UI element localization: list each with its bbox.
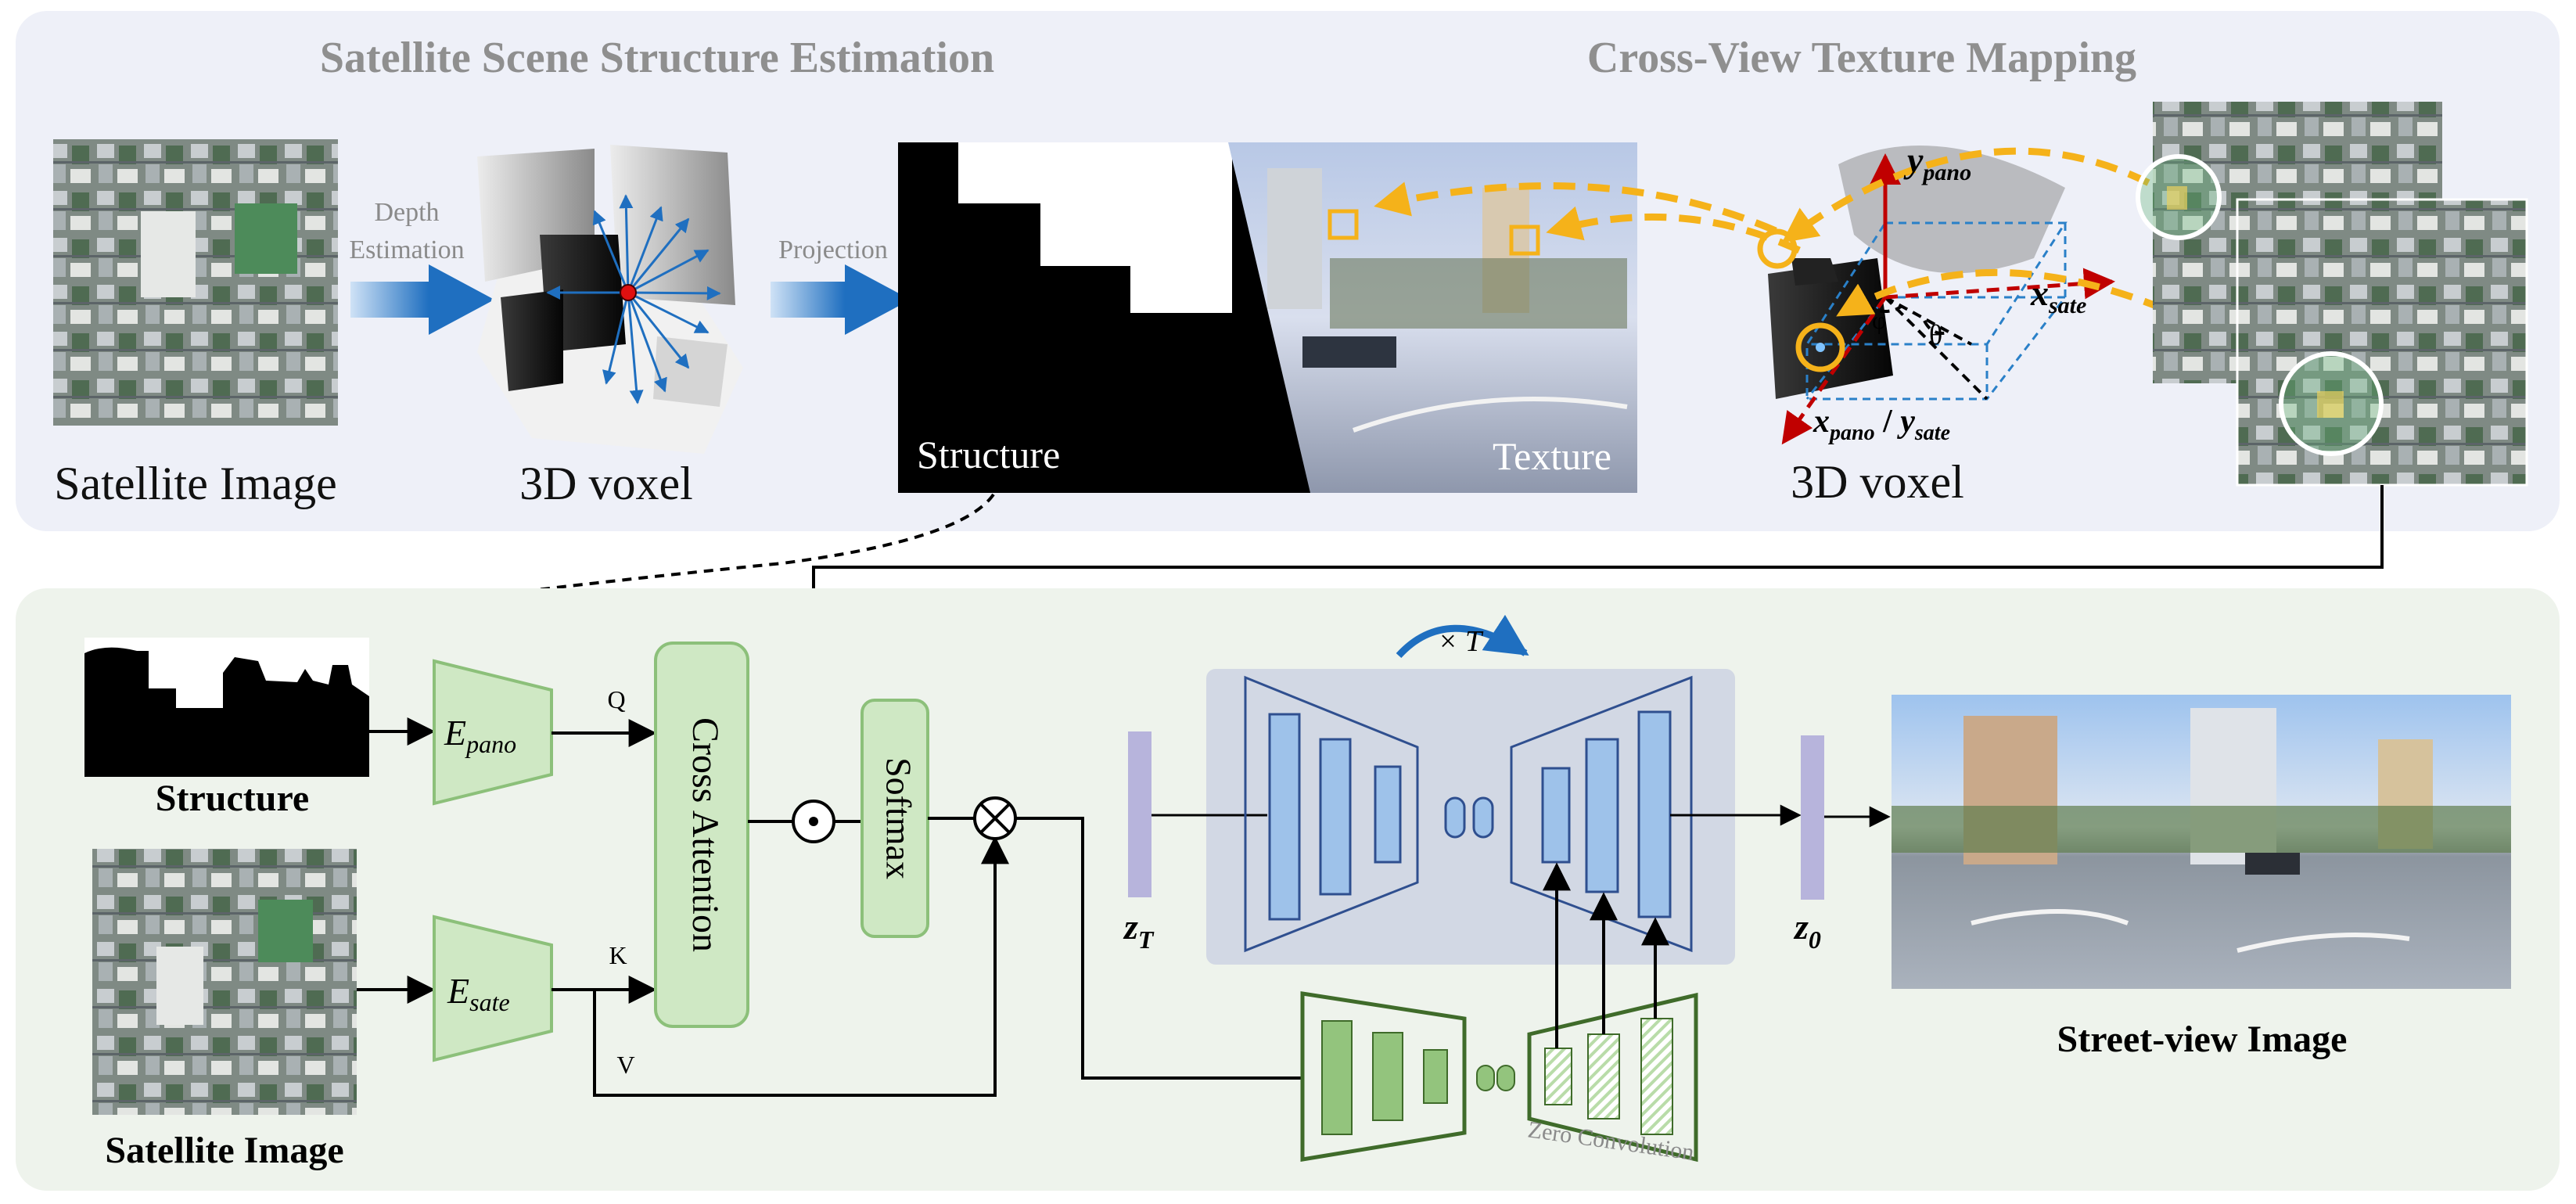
depth-rays (546, 194, 721, 404)
structure-label: Structure (917, 433, 1060, 476)
unet-decoder-block-1 (1541, 767, 1571, 864)
unet-bottleneck-1 (1444, 796, 1466, 839)
key-label: K (609, 941, 627, 969)
control-bottleneck-2 (1496, 1065, 1515, 1091)
latent-zt-label: zT (1123, 907, 1155, 954)
encoder-sate (433, 915, 553, 1062)
axis-label-y-pano: ypano (1903, 140, 1971, 185)
multiply-node (973, 796, 1017, 840)
axis-label-x-sate: xsate (2030, 273, 2086, 318)
control-decoder-trapezoid (1527, 992, 1698, 1163)
satellite-image-bottom (92, 849, 357, 1115)
latent-zt (1128, 731, 1151, 897)
street-view-output-image (1892, 695, 2511, 989)
unet-decoder-block-2 (1585, 738, 1619, 893)
angle-theta-label: θ (1929, 319, 1942, 350)
projection-arrow (771, 264, 911, 335)
axis-label-x-pano-y-sate: xpano / ysate (1813, 404, 1950, 445)
value-label: V (616, 1051, 634, 1079)
voxel-caption-right: 3D voxel (1791, 456, 1964, 508)
depth-estimation-label-1: Depth (374, 198, 439, 227)
voxel-highlight-dot (1816, 343, 1825, 352)
section-title-structure: Satellite Scene Structure Estimation (320, 34, 994, 82)
structure-caption-bottom: Structure (156, 778, 309, 819)
unet-bottleneck-2 (1472, 796, 1494, 839)
control-block-1 (1321, 1020, 1353, 1135)
control-bottleneck-1 (1476, 1065, 1495, 1091)
unet-encoder-block-3 (1374, 765, 1402, 864)
section-title-texture: Cross-View Texture Mapping (1587, 34, 2136, 82)
street-view-caption: Street-view Image (2057, 1019, 2348, 1060)
control-block-2 (1372, 1032, 1403, 1121)
softmax-label: Softmax (878, 757, 918, 879)
loop-label: × T (1438, 625, 1484, 658)
depth-estimation-label-2: Estimation (349, 235, 464, 264)
zero-conv-block-3 (1640, 1018, 1673, 1135)
multiply-to-control-line (1015, 817, 1302, 1080)
satellite-tiles-stack (2136, 102, 2528, 487)
structure-texture-panorama (898, 142, 1637, 493)
zero-conv-block-2 (1587, 1033, 1620, 1120)
texture-label: Texture (1493, 434, 1611, 478)
latent-z0-label: z0 (1793, 907, 1821, 954)
axes-pano-sate (1781, 153, 2115, 445)
voxel-caption-left: 3D voxel (519, 458, 693, 509)
unet-decoder-trapezoid (1510, 675, 1693, 953)
cross-attention-label: Cross Attention (684, 717, 726, 952)
hadamard-dot (809, 817, 818, 826)
camera-point (620, 284, 637, 301)
mapping-dashed-arrows (1374, 147, 2318, 394)
angle-phi-label: φ (1872, 306, 1886, 334)
control-encoder-trapezoid (1300, 991, 1467, 1162)
satellite-image-top (53, 139, 338, 426)
encoder-pano-label: Epano (444, 713, 516, 758)
loop-arrow-icon (1396, 614, 1529, 659)
control-block-3 (1423, 1049, 1448, 1104)
unet-encoder-trapezoid (1244, 675, 1419, 953)
satellite-image-caption: Satellite Image (54, 458, 337, 509)
unet-encoder-block-2 (1319, 738, 1352, 896)
unet-encoder-block-1 (1268, 713, 1301, 921)
zero-conv-up-arrows (1543, 862, 1669, 1048)
encoder-sate-label: Esate (447, 971, 510, 1016)
encoder-pano (433, 659, 553, 806)
latent-z0 (1801, 735, 1824, 900)
query-label: Q (607, 685, 625, 713)
depth-estimation-arrow (350, 264, 494, 335)
satellite-caption-bottom: Satellite Image (105, 1130, 343, 1171)
cross-attention-block (654, 642, 749, 1028)
unet-decoder-block-3 (1637, 710, 1672, 918)
zero-conv-block-1 (1544, 1048, 1572, 1105)
value-arrow (593, 836, 1009, 1097)
structure-mask-bottom (84, 638, 369, 777)
projection-label: Projection (778, 235, 888, 264)
